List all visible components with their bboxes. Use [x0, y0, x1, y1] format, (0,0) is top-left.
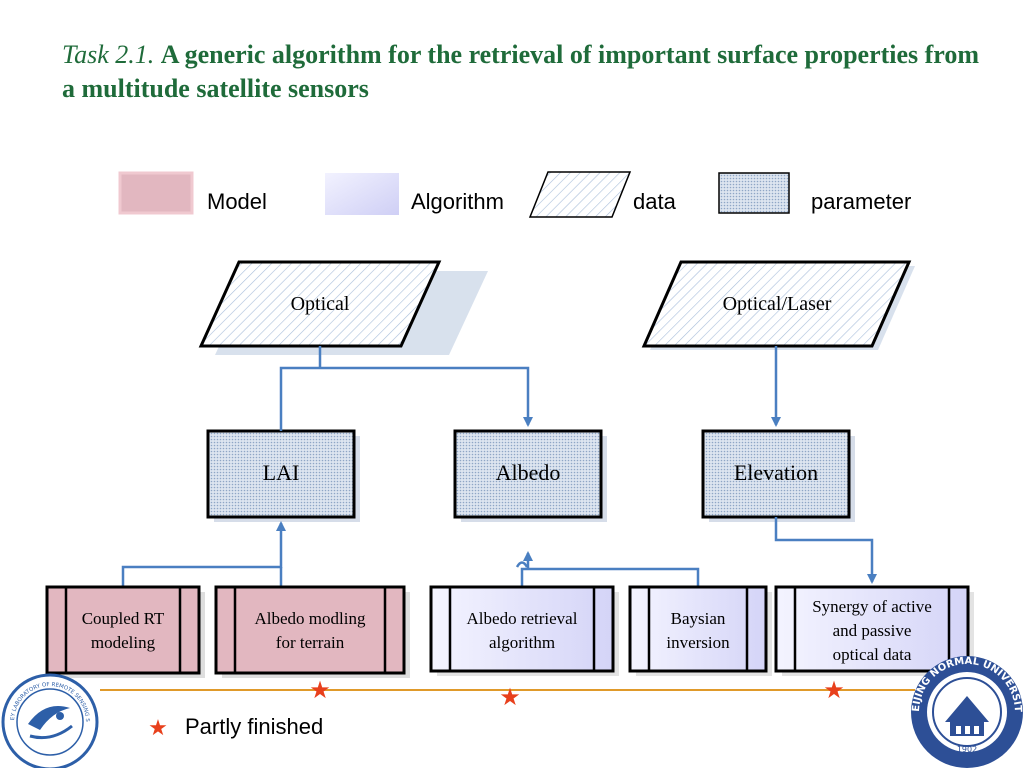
legend-data-label: data [633, 189, 677, 214]
model-albedo-modling: Albedo modling for terrain [214, 585, 410, 678]
university-seal-year: 1902 [957, 745, 977, 754]
coupled-rt-line1: Coupled RT [82, 609, 165, 628]
lai-label: LAI [263, 460, 300, 485]
param-elevation: Elevation [701, 429, 855, 522]
synergy-line2: and passive [833, 621, 912, 640]
task-label: Task 2.1. [62, 40, 155, 69]
algorithm-albedo-retrieval: Albedo retrieval algorithm [429, 585, 619, 676]
slide-title: Task 2.1. A generic algorithm for the re… [62, 38, 992, 106]
optical-laser-label: Optical/Laser [723, 293, 832, 315]
legend-parameter-swatch [718, 172, 790, 214]
partly-finished-label: Partly finished [185, 714, 323, 739]
arrow-algorithms-to-albedo [522, 553, 700, 587]
albedo-retrieval-line2: algorithm [489, 633, 555, 652]
param-lai: LAI [206, 429, 360, 522]
legend-algorithm-label: Algorithm [411, 189, 504, 214]
algorithm-synergy: Synergy of active and passive optical da… [774, 585, 974, 676]
arrow-elevation-to-synergy [774, 517, 877, 584]
optical-label: Optical [291, 293, 350, 315]
model-coupled-rt: Coupled RT modeling [45, 585, 205, 678]
legend-parameter-label: parameter [811, 189, 911, 214]
baysian-line1: Baysian [671, 609, 726, 628]
synergy-line3: optical data [833, 645, 912, 664]
albedo-retrieval-line1: Albedo retrieval [467, 609, 578, 628]
synergy-line1: Synergy of active [812, 597, 932, 616]
star-icon: ★ [823, 676, 845, 704]
legend-algorithm-swatch [325, 173, 399, 215]
arrow-models-to-lai [121, 521, 286, 587]
data-optical-laser: Optical/Laser [641, 260, 915, 350]
arrow-optical-to-lai-albedo [279, 346, 528, 431]
baysian-line2: inversion [666, 633, 730, 652]
coupled-rt-line2: modeling [91, 633, 156, 652]
legend: Model Algorithm data parameter [118, 171, 911, 218]
data-optical: Optical [198, 260, 488, 355]
albedo-modling-line2: for terrain [276, 633, 345, 652]
legend-model-label: Model [207, 189, 267, 214]
star-icon: ★ [309, 676, 331, 704]
param-albedo: Albedo [453, 429, 607, 522]
albedo-label: Albedo [496, 460, 561, 485]
algorithm-baysian: Baysian inversion [628, 585, 772, 676]
line-hop [515, 561, 529, 568]
connectors [121, 346, 877, 587]
star-icon: ★ [499, 683, 521, 711]
legend-model-swatch [118, 171, 194, 215]
albedo-modling-line1: Albedo modling [255, 609, 366, 628]
legend-data-swatch [528, 171, 632, 218]
title-text: A generic algorithm for the retrieval of… [62, 40, 980, 103]
footer-star-icon: ★ [148, 716, 168, 741]
elevation-label: Elevation [734, 460, 818, 485]
